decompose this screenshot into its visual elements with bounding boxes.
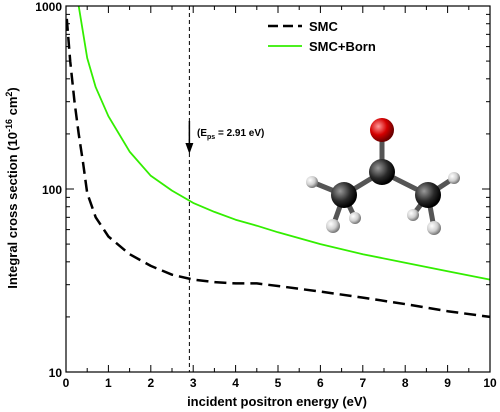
x-tick-label: 6 [317, 376, 324, 390]
x-tick-label: 1 [105, 376, 112, 390]
annotation-label: (Eps = 2.91 eV) [197, 128, 264, 141]
carbon-atom [331, 182, 357, 208]
series-line-smc-born [77, 5, 491, 281]
x-axis-label: incident positron energy (eV) [187, 394, 367, 409]
x-tick-label: 7 [359, 376, 366, 390]
series-layer [65, 5, 491, 319]
series-line-smc [65, 18, 491, 319]
legend-label-smc: SMC [309, 19, 339, 34]
carbon-atom [369, 159, 395, 185]
x-tick-label: 4 [232, 376, 239, 390]
x-axis-ticks: 0 1 2 3 4 5 6 7 8 9 10 [63, 6, 497, 390]
x-tick-label: 10 [483, 376, 497, 390]
acetone-molecule-illustration [306, 118, 460, 235]
oxygen-atom [370, 118, 394, 142]
hydrogen-atom [306, 176, 318, 188]
y-tick-label: 1000 [35, 0, 62, 14]
x-tick-label: 9 [444, 376, 451, 390]
x-tick-label: 2 [147, 376, 154, 390]
x-tick-label: 8 [402, 376, 409, 390]
carbon-atom [415, 182, 441, 208]
hydrogen-atom [349, 212, 361, 224]
y-axis-label: Integral cross section (10-16 cm2) [4, 87, 20, 289]
y-tick-label: 100 [42, 183, 62, 197]
y-tick-label: 10 [49, 366, 63, 380]
y-axis-ticks: 10 100 1000 [35, 0, 490, 380]
hydrogen-atom [407, 209, 419, 221]
legend: SMC SMC+Born [268, 19, 376, 54]
hydrogen-atom [326, 219, 340, 233]
x-tick-label: 3 [190, 376, 197, 390]
x-tick-label: 0 [63, 376, 70, 390]
legend-label-smc-born: SMC+Born [309, 39, 376, 54]
hydrogen-atom [448, 172, 460, 184]
annotation-arrow-head [185, 143, 194, 154]
hydrogen-atom [427, 221, 441, 235]
x-tick-label: 5 [275, 376, 282, 390]
